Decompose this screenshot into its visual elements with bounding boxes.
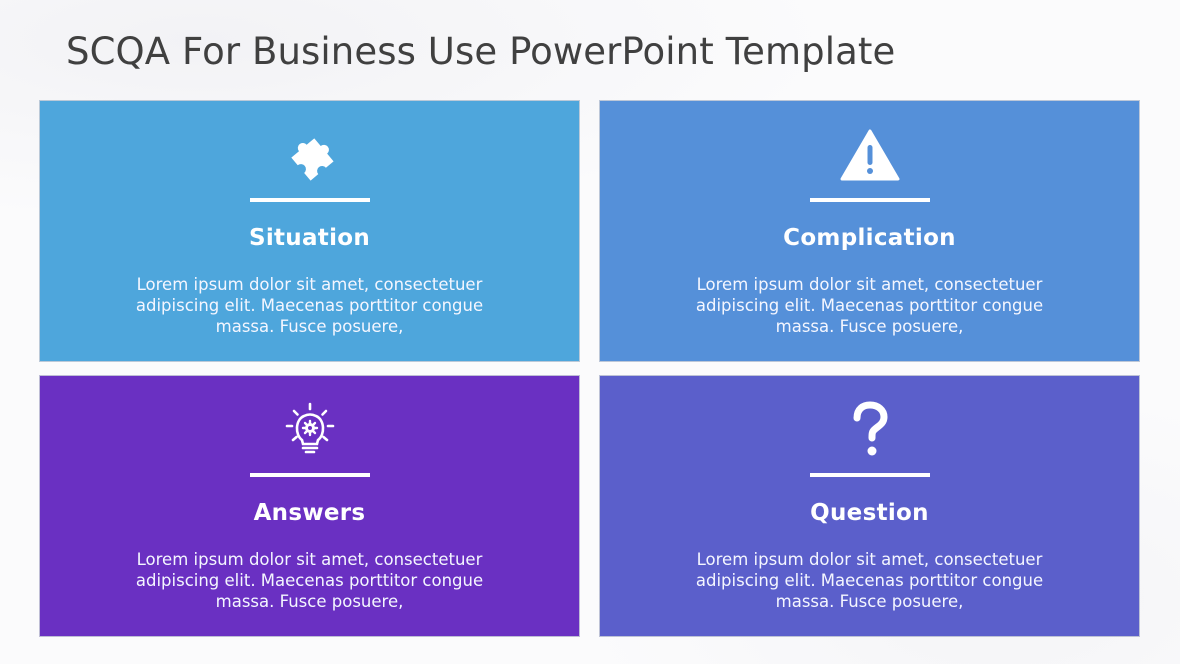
warning-triangle-icon	[835, 125, 905, 185]
card-body-text: Lorem ipsum dolor sit amet, consectetuer…	[695, 275, 1044, 336]
card-situation: Situation Lorem ipsum dolor sit amet, co…	[39, 100, 580, 362]
slide-title: SCQA For Business Use PowerPoint Templat…	[66, 30, 896, 73]
card-body-text: Lorem ipsum dolor sit amet, consectetuer…	[135, 275, 484, 336]
card-heading: Complication	[783, 225, 956, 251]
card-heading: Question	[810, 500, 929, 526]
card-heading: Answers	[253, 500, 366, 526]
divider-line	[809, 198, 930, 202]
divider-line	[249, 198, 370, 202]
puzzle-piece-icon	[275, 125, 345, 185]
question-mark-icon	[835, 400, 905, 460]
divider-line	[809, 473, 930, 477]
card-body-text: Lorem ipsum dolor sit amet, consectetuer…	[135, 550, 484, 611]
card-body-text: Lorem ipsum dolor sit amet, consectetuer…	[695, 550, 1044, 611]
card-answers: Answers Lorem ipsum dolor sit amet, cons…	[39, 375, 580, 637]
card-heading: Situation	[248, 225, 371, 251]
lightbulb-gear-icon	[275, 400, 345, 460]
divider-line	[249, 473, 370, 477]
card-complication: Complication Lorem ipsum dolor sit amet,…	[599, 100, 1140, 362]
card-question: Question Lorem ipsum dolor sit amet, con…	[599, 375, 1140, 637]
